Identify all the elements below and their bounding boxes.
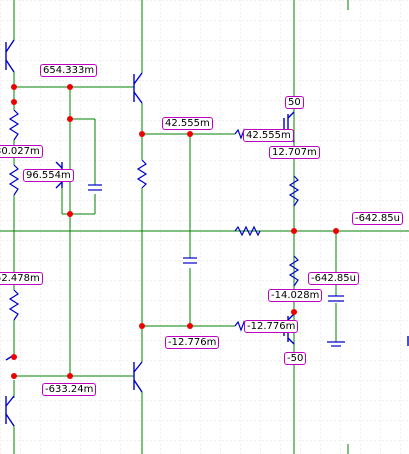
resistor-r4 [136,159,148,189]
resistor-r8 [288,255,300,287]
node [291,228,297,234]
resistor-r6 [234,225,261,237]
node [333,228,339,234]
transistor-q6 [133,361,143,393]
node [11,354,17,360]
voltage-label-12776m-right: -12.776m [244,320,299,333]
voltage-label-52478m: 52.478m [0,272,43,285]
transistor-q7 [5,395,15,427]
voltage-label-42555m-top: 42.555m [162,117,213,130]
node [139,131,145,137]
resistor-r1 [8,109,20,141]
nodes [11,84,339,379]
capacitors [88,184,344,302]
voltage-label-14028m: -14.028m [268,289,323,302]
resistor-r2 [8,164,20,196]
voltage-label-minus-50: -50 [284,352,307,365]
node [11,84,17,90]
node [67,373,73,379]
node [187,131,193,137]
node [187,323,193,329]
wires [13,0,349,454]
voltage-label-96554m: 96.554m [23,169,74,182]
node [67,84,73,90]
transistor-q1 [5,39,15,73]
voltage-label-30027m: 30.027m [0,145,43,158]
node [67,116,73,122]
voltage-label-output-2: -642.85u [308,272,359,285]
ground-symbol [327,341,345,347]
voltage-label-12776m-bottom: -12.776m [165,336,220,349]
voltage-label-42555m-mid: 42.555m [243,129,294,142]
transistors [5,39,409,427]
voltage-label-50: 50 [285,96,304,109]
voltage-label-654m: 654.333m [40,64,98,77]
node [291,309,297,315]
node [11,373,17,379]
node [11,99,17,105]
node [139,323,145,329]
resistor-r7 [288,175,300,207]
voltage-label-output: -642.85u [352,212,403,225]
voltage-label-12707m: 12.707m [269,146,320,159]
node [67,211,73,217]
transistor-q3 [133,72,143,104]
resistor-r3 [8,289,20,321]
resistors [8,109,300,332]
voltage-label-633m: -633.24m [42,383,97,396]
